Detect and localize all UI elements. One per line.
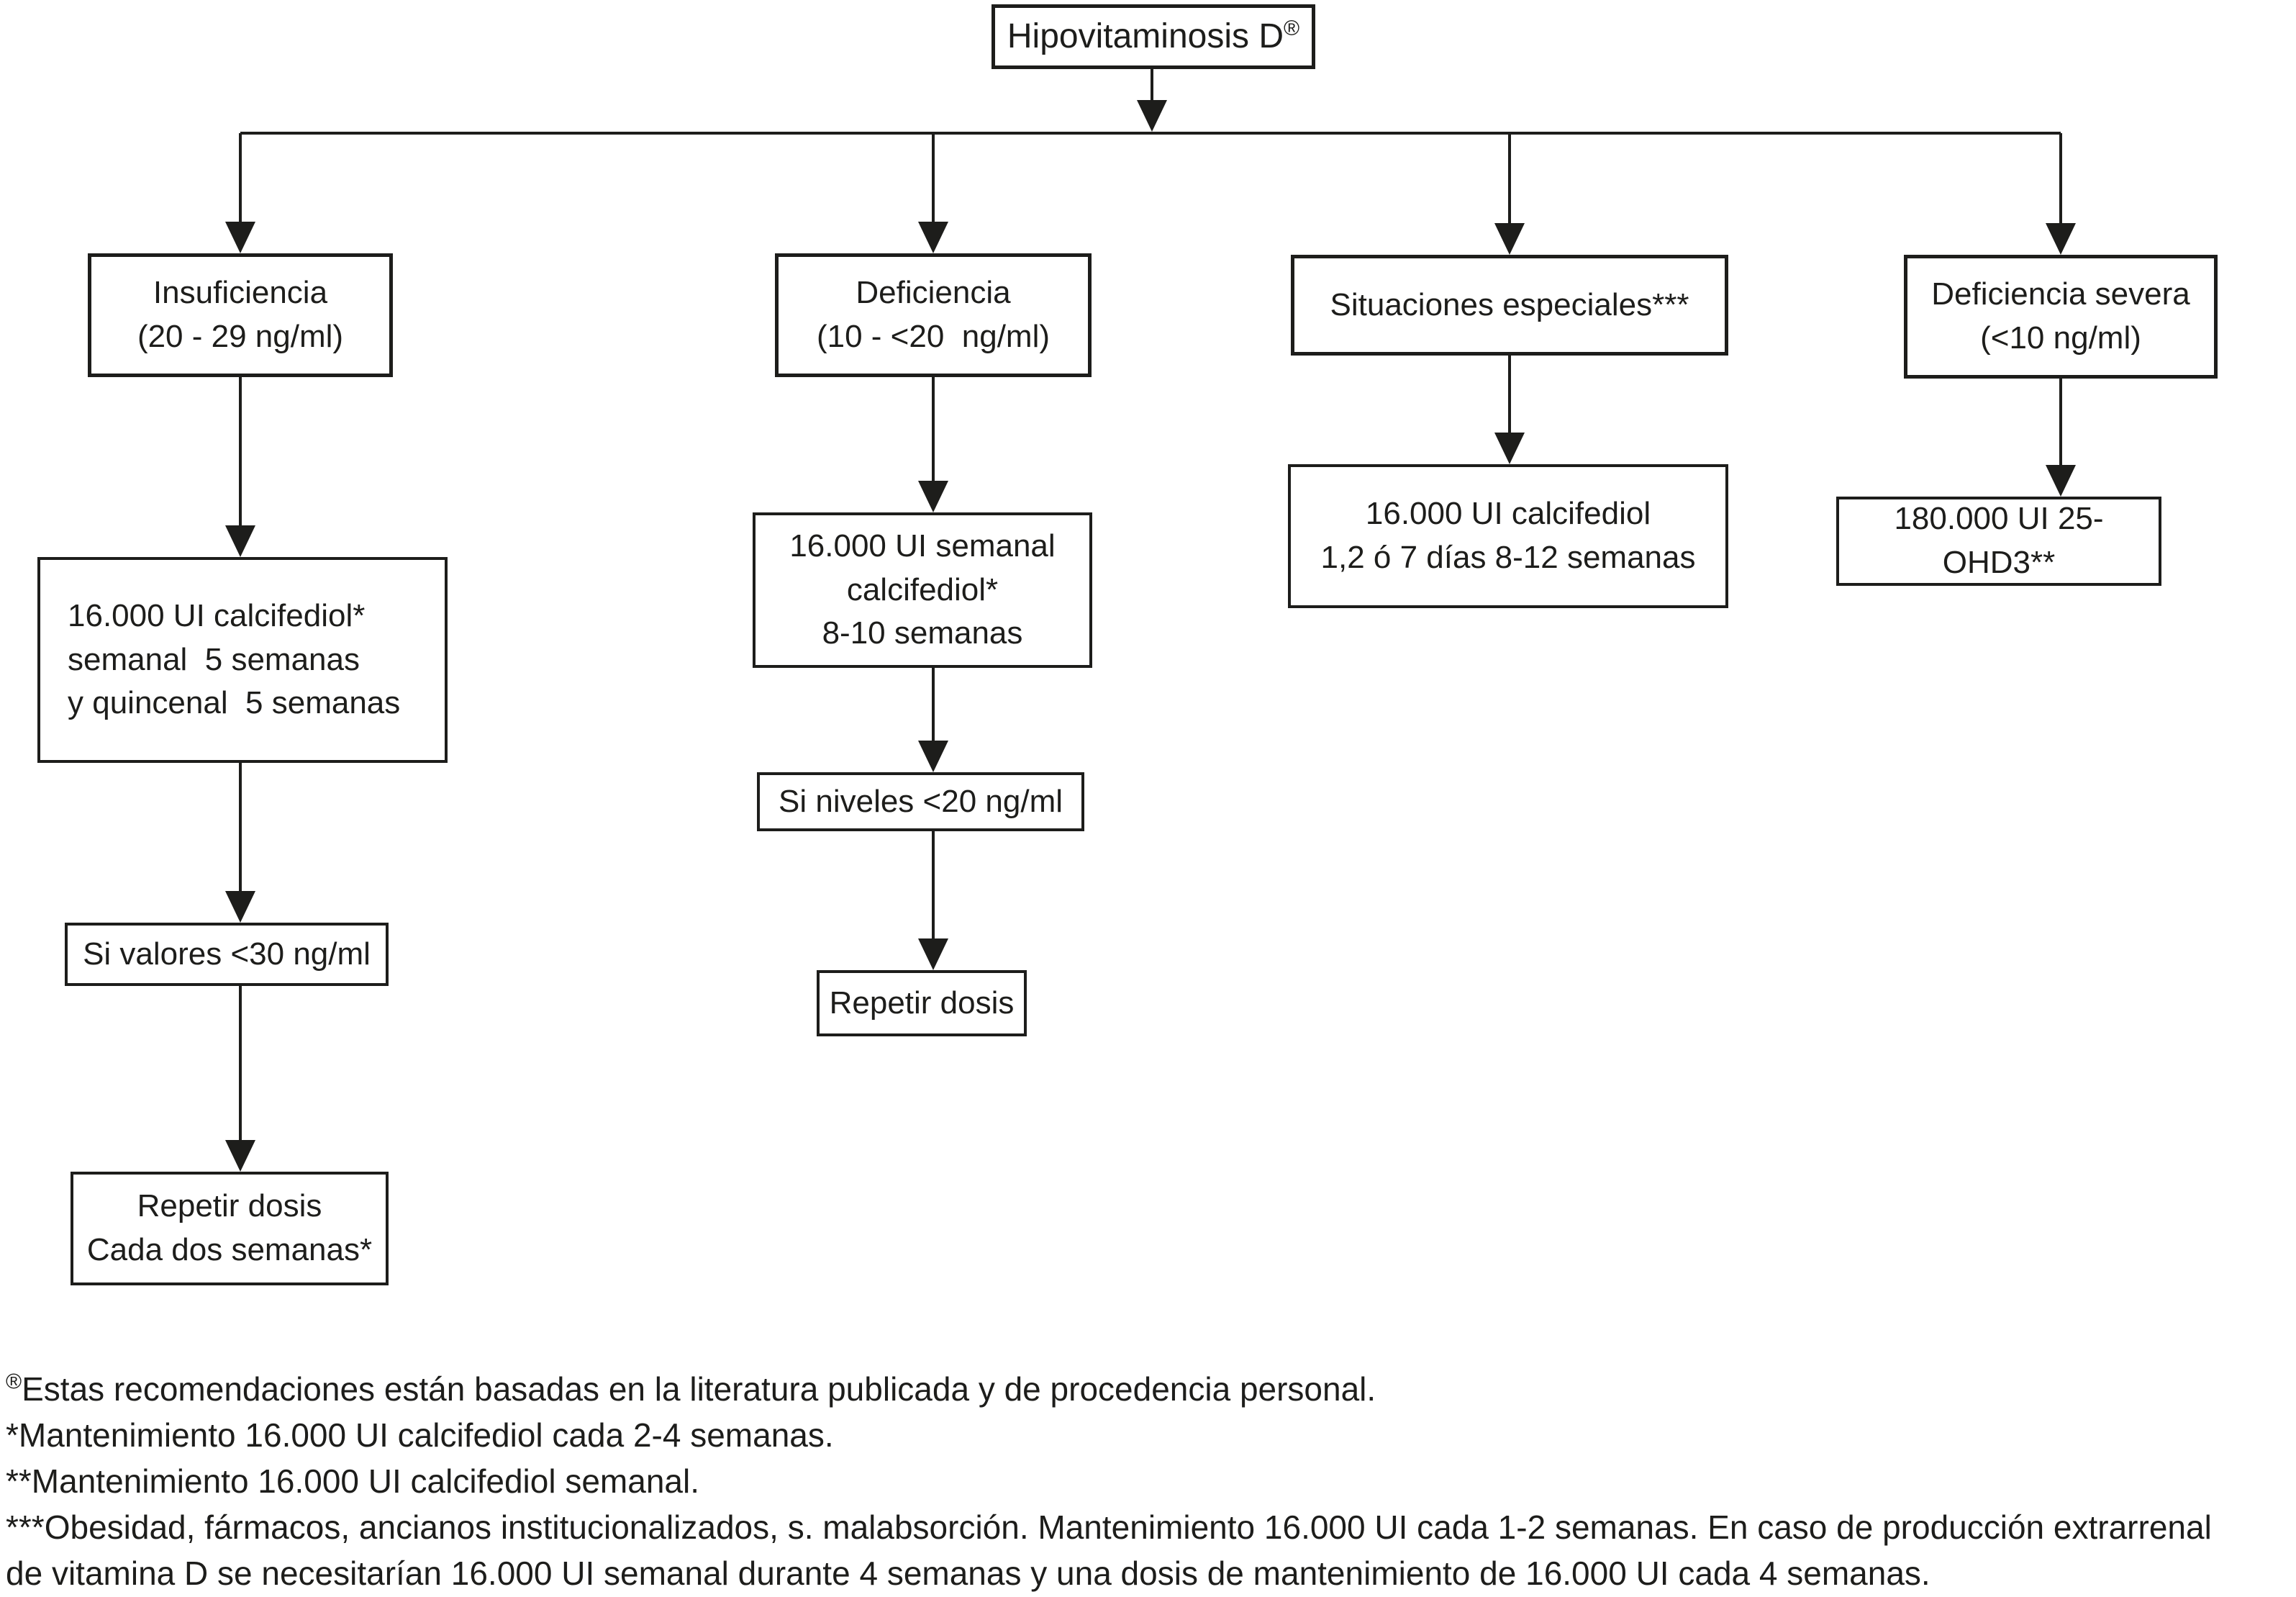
arrowhead-icon <box>2046 465 2076 497</box>
node-line: 180.000 UI 25-OHD3** <box>1894 501 2104 580</box>
connector-col4-drop <box>2059 133 2062 223</box>
node-line: Si valores <30 ng/ml <box>83 936 371 972</box>
arrowhead-icon <box>225 1140 255 1172</box>
node-line: Si niveles <20 ng/ml <box>779 783 1063 819</box>
node-situaciones-dose: 16.000 UI calcifediol 1,2 ó 7 días 8-12 … <box>1288 464 1728 608</box>
connector-branch-bar <box>240 132 2061 135</box>
connector-col1 <box>239 986 242 1140</box>
arrowhead-icon <box>225 222 255 253</box>
node-line: Deficiencia severa <box>1931 276 2190 312</box>
node-line: 16.000 UI calcifediol <box>1365 496 1651 532</box>
arrowhead-icon <box>918 222 948 253</box>
footnote-registered: ®Estas recomendaciones están basadas en … <box>6 1370 1376 1408</box>
node-situaciones-especiales: Situaciones especiales*** <box>1291 255 1728 356</box>
node-line: 16.000 UI calcifediol* <box>68 597 366 633</box>
footnote-one-star: *Mantenimiento 16.000 UI calcifediol cad… <box>6 1416 834 1454</box>
connector-col4 <box>2059 379 2062 465</box>
node-line: semanal 5 semanas <box>68 641 360 677</box>
node-line: Repetir dosis <box>137 1188 322 1224</box>
footnote-two-star: **Mantenimiento 16.000 UI calcifediol se… <box>6 1462 699 1500</box>
node-line: Cada dos semanas* <box>86 1232 373 1267</box>
connector-col1-drop <box>239 133 242 222</box>
node-line: y quincenal 5 semanas <box>68 685 401 721</box>
registered-mark: ® <box>1284 16 1300 40</box>
connector-col3-drop <box>1508 133 1511 223</box>
arrowhead-icon <box>1494 223 1525 255</box>
node-line: (10 - <20 ng/ml) <box>816 319 1051 354</box>
arrowhead-icon <box>918 481 948 512</box>
connector-col2 <box>932 831 935 938</box>
arrowhead-icon <box>2046 223 2076 255</box>
connector-col2 <box>932 377 935 481</box>
arrowhead-icon <box>1494 433 1525 464</box>
footnote-three-star-line2: de vitamina D se necesitarían 16.000 UI … <box>6 1555 1930 1592</box>
node-line: 1,2 ó 7 días 8-12 semanas <box>1320 540 1696 575</box>
connector-col1 <box>239 377 242 525</box>
node-label: Hipovitaminosis D® <box>1007 16 1300 55</box>
node-line: (20 - 29 ng/ml) <box>137 319 344 354</box>
node-insuficiencia-repeat: Repetir dosis Cada dos semanas* <box>71 1172 389 1285</box>
connector-col1 <box>239 763 242 891</box>
node-insuficiencia-check: Si valores <30 ng/ml <box>65 923 389 986</box>
footnotes: ®Estas recomendaciones están basadas en … <box>6 1366 2292 1596</box>
arrowhead-icon <box>918 741 948 772</box>
arrowhead-icon <box>225 891 255 923</box>
connector-col2 <box>932 668 935 741</box>
arrowhead-icon <box>225 525 255 557</box>
node-deficiencia-dose: 16.000 UI semanal calcifediol* 8-10 sema… <box>753 512 1092 668</box>
connector-root-line <box>1151 68 1153 100</box>
registered-mark: ® <box>6 1370 22 1394</box>
node-line: 8-10 semanas <box>822 615 1023 651</box>
node-deficiencia-repeat: Repetir dosis <box>817 970 1027 1036</box>
node-line: calcifediol* <box>846 571 999 607</box>
connector-col3 <box>1508 356 1511 433</box>
footnote-three-star-line1: ***Obesidad, fármacos, ancianos instituc… <box>6 1508 2212 1546</box>
node-deficiencia-severa: Deficiencia severa (<10 ng/ml) <box>1904 255 2218 379</box>
node-line: Deficiencia <box>856 275 1011 311</box>
node-line: 16.000 UI semanal <box>789 528 1056 564</box>
node-line: Situaciones especiales*** <box>1330 286 1689 322</box>
node-severa-dose: 180.000 UI 25-OHD3** <box>1836 497 2161 586</box>
arrowhead-icon <box>1137 100 1167 132</box>
node-deficiencia-check: Si niveles <20 ng/ml <box>757 772 1084 831</box>
node-line: Repetir dosis <box>829 985 1015 1021</box>
connector-col2-drop <box>932 133 935 222</box>
arrowhead-icon <box>918 938 948 970</box>
node-line: (<10 ng/ml) <box>1980 320 2141 356</box>
node-line: Insuficiencia <box>153 275 328 311</box>
node-insuficiencia-dose: 16.000 UI calcifediol* semanal 5 semanas… <box>37 557 448 763</box>
node-deficiencia: Deficiencia (10 - <20 ng/ml) <box>775 253 1092 377</box>
node-insuficiencia: Insuficiencia (20 - 29 ng/ml) <box>88 253 393 377</box>
node-hipovitaminosis-d: Hipovitaminosis D® <box>992 4 1315 69</box>
